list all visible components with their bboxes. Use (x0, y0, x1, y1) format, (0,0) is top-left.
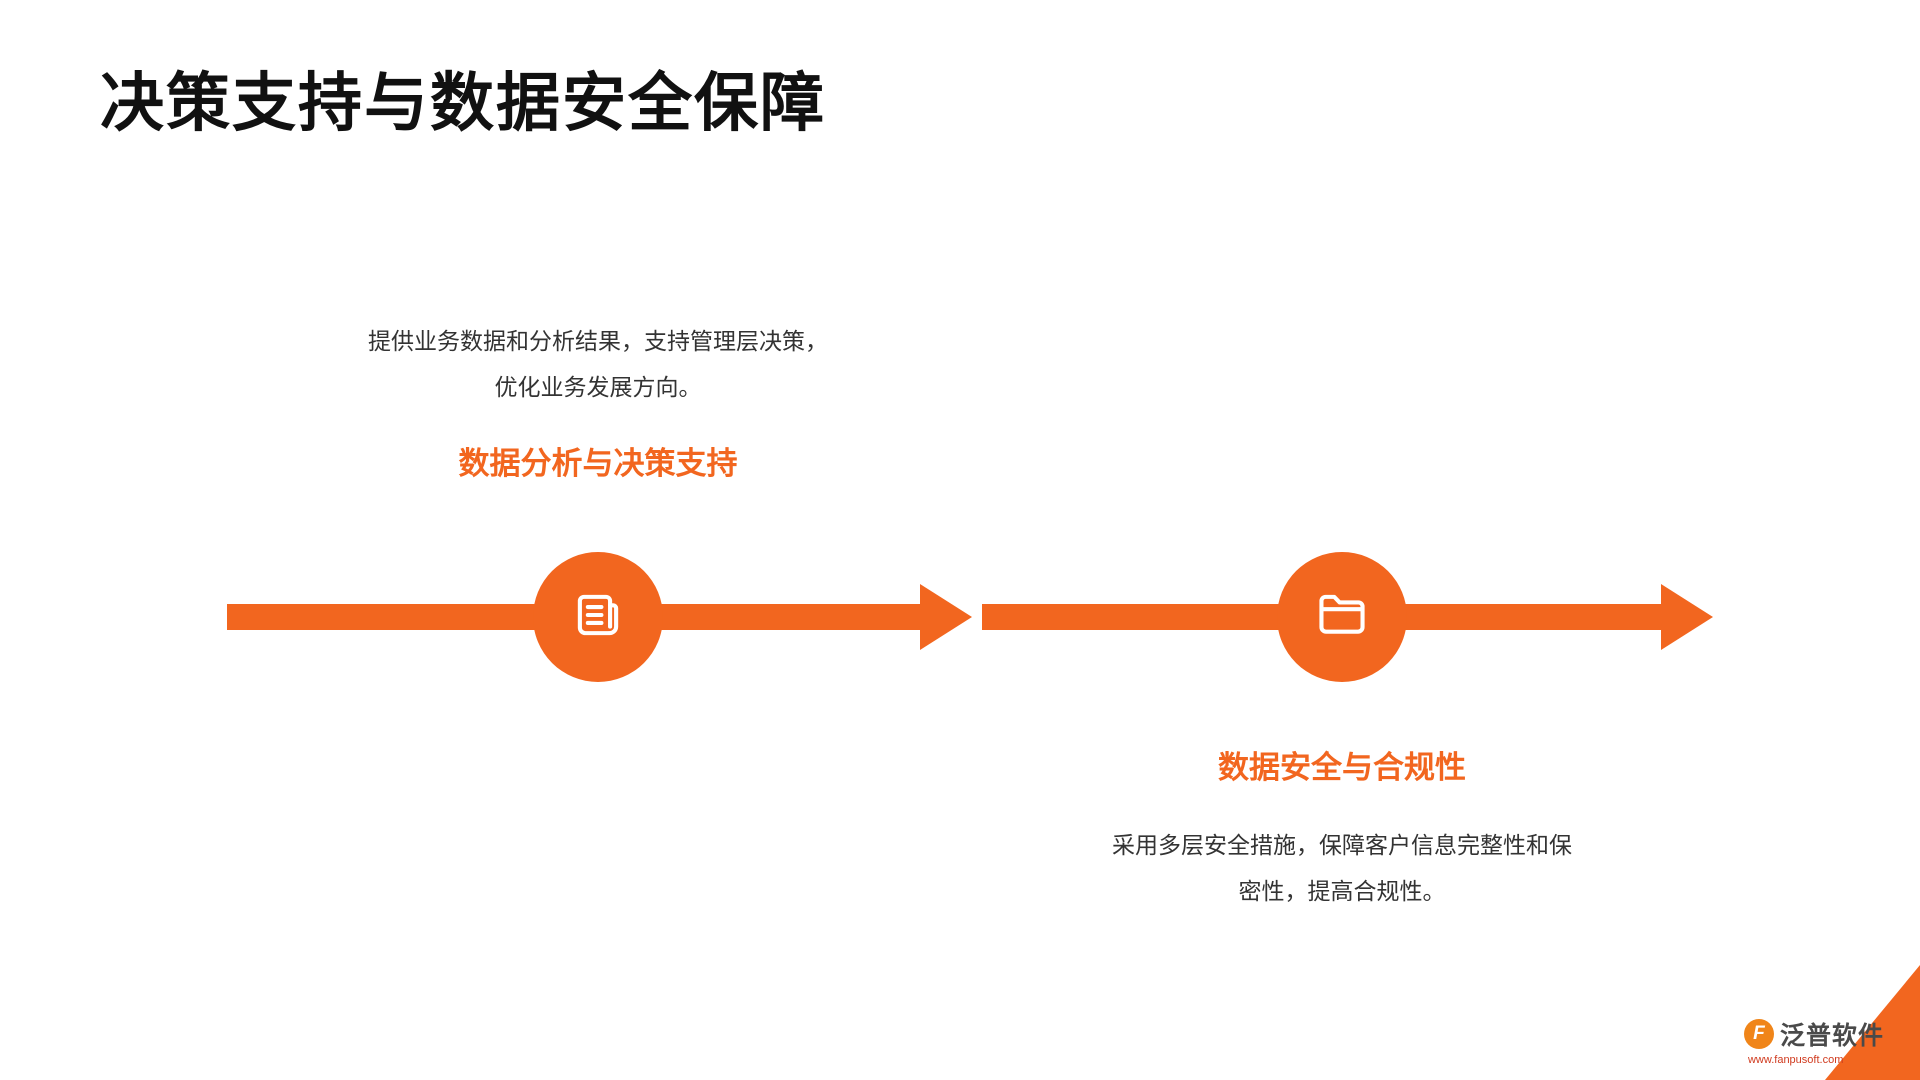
node1-description-line1: 提供业务数据和分析结果，支持管理层决策， (368, 328, 828, 354)
page-title: 决策支持与数据安全保障 (100, 67, 826, 139)
node1-circle (533, 552, 663, 682)
node2-description: 采用多层安全措施，保障客户信息完整性和保 密性，提高合规性。 (992, 822, 1692, 914)
vendor-logo: F 泛普软件 www.fanpusoft.com (1743, 1016, 1884, 1066)
node2-heading: 数据安全与合规性 (1218, 750, 1466, 785)
timeline-arrowhead-1-icon (920, 584, 972, 650)
vendor-logo-name: 泛普软件 (1779, 1022, 1884, 1050)
vendor-logo-row: F 泛普软件 (1743, 1016, 1884, 1052)
timeline-arrowhead-2-icon (1661, 584, 1713, 650)
news-document-icon (569, 586, 627, 649)
node2-description-line2: 密性，提高合规性。 (1238, 878, 1446, 904)
folder-icon (1313, 586, 1371, 649)
node2-circle (1277, 552, 1407, 682)
vendor-logo-icon: F (1743, 1019, 1774, 1049)
vendor-logo-url: www.fanpusoft.com (1747, 1054, 1844, 1066)
node1-description: 提供业务数据和分析结果，支持管理层决策， 优化业务发展方向。 (248, 318, 948, 410)
node1-heading: 数据分析与决策支持 (458, 446, 738, 481)
node2-description-line1: 采用多层安全措施，保障客户信息完整性和保 (1112, 832, 1572, 858)
node1-description-line2: 优化业务发展方向。 (494, 374, 702, 400)
